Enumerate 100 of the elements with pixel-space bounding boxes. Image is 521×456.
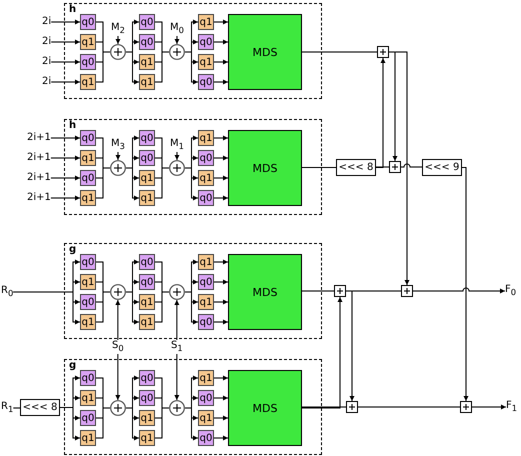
arrow bbox=[214, 300, 228, 304]
input-label: 2i+1 bbox=[27, 172, 51, 184]
q-box: q1 bbox=[198, 130, 214, 146]
connector-line bbox=[358, 406, 460, 408]
input-label: 2i+1 bbox=[27, 132, 51, 144]
q-box: q0 bbox=[139, 274, 155, 290]
q-box: q1 bbox=[80, 150, 96, 166]
q-box: q1 bbox=[80, 390, 96, 406]
connector-line bbox=[96, 168, 110, 198]
connector-line bbox=[154, 408, 170, 438]
arrow bbox=[214, 20, 228, 24]
q-box: q1 bbox=[139, 294, 155, 310]
arrow bbox=[346, 290, 354, 402]
q-box: q1 bbox=[139, 190, 155, 206]
input-label: 2i bbox=[42, 56, 52, 68]
xor-symbol bbox=[169, 44, 185, 60]
xor-symbol bbox=[169, 160, 185, 176]
q-box: q0 bbox=[198, 430, 214, 446]
arrow bbox=[214, 260, 228, 264]
key-label: M$_{1}$ bbox=[170, 138, 184, 152]
q-box: q0 bbox=[80, 254, 96, 270]
connector-line bbox=[96, 408, 110, 438]
arrow bbox=[214, 396, 228, 400]
dashed-frame bbox=[64, 359, 322, 455]
arrow bbox=[50, 80, 80, 84]
arrow bbox=[214, 60, 228, 64]
arrow bbox=[214, 280, 228, 284]
key-label: M$_{0}$ bbox=[170, 22, 184, 36]
q-box: q0 bbox=[80, 130, 96, 146]
q-box: q1 bbox=[80, 430, 96, 446]
arrow bbox=[388, 52, 410, 286]
arrow bbox=[214, 436, 228, 440]
q-box: q0 bbox=[139, 370, 155, 386]
mds-block: MDS bbox=[228, 254, 302, 330]
connector-line bbox=[302, 167, 336, 168]
q-box: q1 bbox=[139, 430, 155, 446]
q-box: q0 bbox=[198, 274, 214, 290]
arrow bbox=[214, 176, 228, 180]
connector-line bbox=[400, 164, 422, 168]
arrow bbox=[214, 376, 228, 380]
q-box: q1 bbox=[80, 74, 96, 90]
input-label: R$_{0}$ bbox=[1, 285, 14, 299]
arrow bbox=[214, 320, 228, 324]
adder-symbol bbox=[401, 285, 413, 297]
input-label: 2i bbox=[42, 16, 52, 28]
q-box: q0 bbox=[139, 254, 155, 270]
connector-line bbox=[302, 290, 334, 292]
xor-symbol bbox=[169, 284, 185, 300]
input-label: 2i+1 bbox=[27, 152, 51, 164]
q-box: q0 bbox=[80, 410, 96, 426]
xor-symbol bbox=[169, 400, 185, 416]
arrow bbox=[115, 36, 120, 44]
arrow bbox=[214, 136, 228, 140]
q-box: q1 bbox=[198, 14, 214, 30]
q-box: q0 bbox=[139, 34, 155, 50]
dashed-frame bbox=[64, 243, 322, 339]
arrow bbox=[214, 80, 228, 84]
arrow bbox=[50, 136, 80, 140]
q-box: q1 bbox=[139, 170, 155, 186]
xor-symbol bbox=[110, 284, 126, 300]
q-box: q1 bbox=[139, 54, 155, 70]
adder-symbol bbox=[346, 401, 358, 413]
arrow bbox=[214, 40, 228, 44]
connector-line bbox=[302, 406, 346, 408]
xor-symbol bbox=[110, 44, 126, 60]
key-label: M$_{2}$ bbox=[111, 22, 125, 36]
q-box: q0 bbox=[80, 294, 96, 310]
input-label: R$_{1}$ bbox=[1, 401, 14, 415]
dashed-frame bbox=[64, 3, 322, 99]
q-box: q1 bbox=[80, 190, 96, 206]
mds-block: MDS bbox=[228, 14, 302, 90]
q-box: q1 bbox=[139, 74, 155, 90]
arrow bbox=[302, 296, 342, 408]
q-box: q0 bbox=[139, 150, 155, 166]
arrow bbox=[174, 152, 180, 160]
q-box: q1 bbox=[198, 370, 214, 386]
output-label: F$_{0}$ bbox=[505, 284, 516, 298]
arrow bbox=[472, 404, 506, 410]
key-label: M$_{3}$ bbox=[111, 138, 125, 152]
q-box: q0 bbox=[80, 170, 96, 186]
mds-block: MDS bbox=[228, 370, 302, 446]
output-label: F$_{1}$ bbox=[506, 400, 518, 414]
q-box: q1 bbox=[80, 314, 96, 330]
q-box: q0 bbox=[80, 370, 96, 386]
arrow bbox=[174, 36, 180, 44]
q-box: q1 bbox=[198, 294, 214, 310]
connector-line bbox=[96, 292, 110, 322]
arrow bbox=[462, 167, 468, 402]
block-label: g bbox=[69, 244, 76, 256]
xor-symbol bbox=[110, 400, 126, 416]
arrow bbox=[214, 156, 228, 160]
rotate-box: <<< 8 bbox=[336, 159, 376, 176]
q-box: q0 bbox=[139, 130, 155, 146]
block-label: g bbox=[69, 360, 76, 372]
q-box: q0 bbox=[198, 150, 214, 166]
q-box: q0 bbox=[80, 54, 96, 70]
adder-symbol bbox=[377, 46, 389, 58]
q-box: q1 bbox=[80, 274, 96, 290]
key-label: S$_{1}$ bbox=[171, 340, 183, 354]
adder-symbol bbox=[334, 285, 346, 297]
